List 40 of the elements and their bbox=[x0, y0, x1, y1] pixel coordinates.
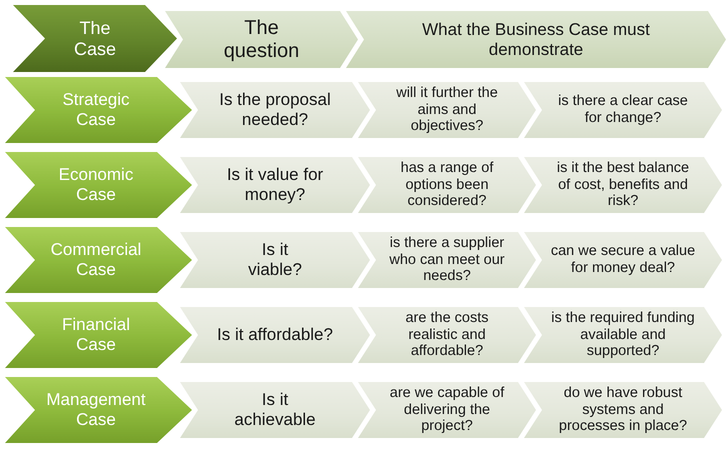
question-text: Is it achievable bbox=[233, 390, 317, 430]
criterion-text: are we capable of delivering the project? bbox=[388, 384, 506, 435]
case-label: Economic Case bbox=[58, 165, 134, 205]
case-label: Commercial Case bbox=[50, 240, 142, 280]
case-label: Financial Case bbox=[60, 315, 132, 355]
question-panel bbox=[180, 232, 370, 288]
criterion-text: are the costs realistic and affordable? bbox=[404, 310, 490, 360]
heading-panel bbox=[165, 11, 358, 68]
criterion-panel bbox=[358, 157, 536, 213]
question-panel bbox=[180, 157, 370, 213]
column-heading: What the Business Case must demonstrate bbox=[421, 20, 651, 60]
question-panel bbox=[180, 82, 370, 138]
criterion-text: is it the best balance of cost, benefits and risk? bbox=[556, 160, 690, 210]
criterion-panel bbox=[524, 82, 722, 138]
criterion-panel bbox=[358, 232, 536, 288]
criterion-panel bbox=[358, 307, 536, 363]
criterion-text: is there a clear case for change? bbox=[557, 93, 689, 127]
heading-panel bbox=[346, 11, 726, 68]
criterion-text: is the required funding available and supported? bbox=[550, 310, 696, 360]
column-heading: The question bbox=[222, 16, 300, 62]
criterion-text: will it further the aims and objectives? bbox=[395, 84, 499, 135]
question-panel bbox=[180, 382, 370, 438]
question-text: Is it value for money? bbox=[226, 165, 324, 205]
criterion-panel bbox=[524, 382, 722, 438]
criterion-text: do we have robust systems and processes in place? bbox=[558, 384, 688, 435]
criterion-panel bbox=[524, 307, 722, 363]
criterion-panel bbox=[358, 82, 536, 138]
criterion-text: can we secure a value for money deal? bbox=[550, 243, 696, 277]
case-label: Management Case bbox=[45, 390, 147, 430]
criterion-text: is there a supplier who can meet our needs? bbox=[388, 234, 506, 285]
criterion-panel bbox=[524, 232, 722, 288]
question-text: Is the proposal needed? bbox=[218, 90, 332, 130]
case-label: Strategic Case bbox=[61, 90, 131, 130]
question-panel bbox=[180, 307, 370, 363]
criterion-panel bbox=[524, 157, 722, 213]
question-text: Is it viable? bbox=[247, 240, 303, 280]
question-text: Is it affordable? bbox=[217, 325, 333, 345]
case-label: The Case bbox=[72, 18, 118, 60]
criterion-text: has a range of options been considered? bbox=[400, 160, 494, 210]
criterion-panel bbox=[358, 382, 536, 438]
